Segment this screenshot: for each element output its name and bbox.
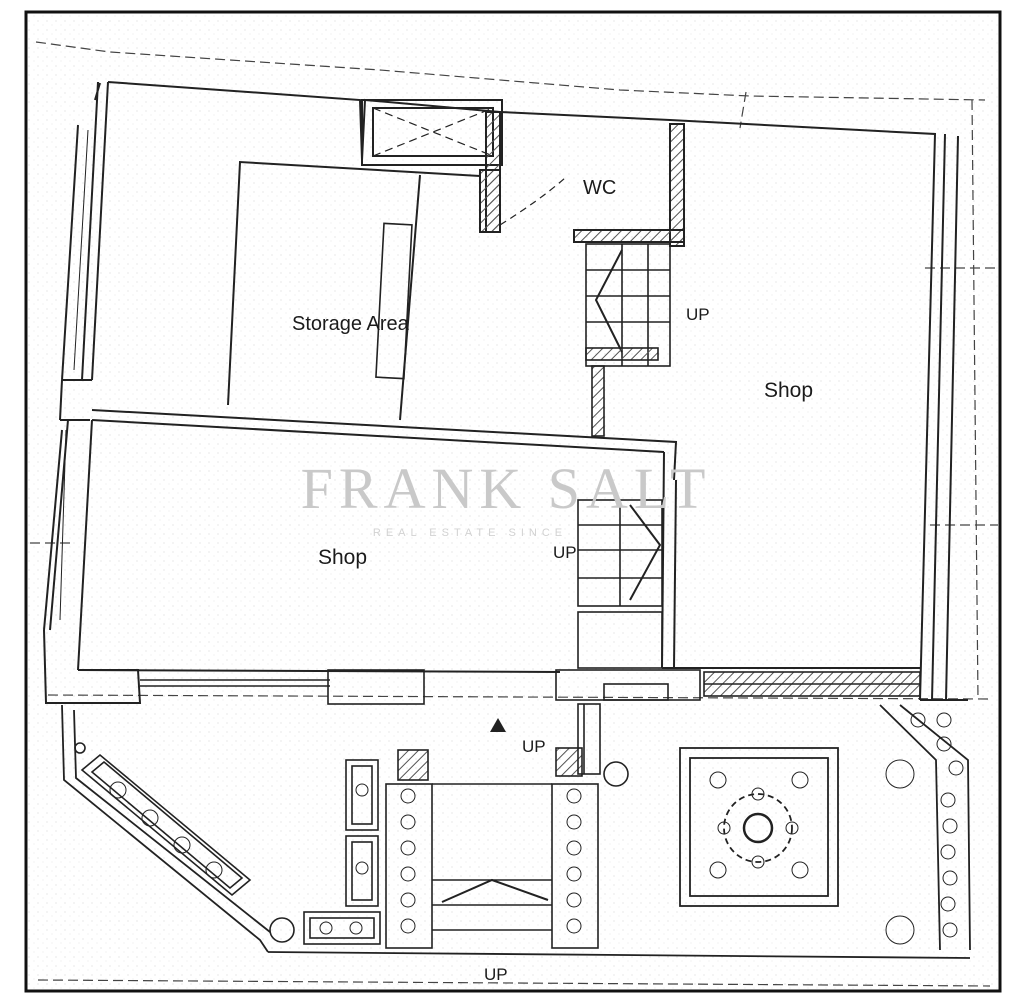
label-up-middle-stair: UP <box>553 543 577 562</box>
label-shop-left: Shop <box>318 546 367 569</box>
scan-speckle <box>28 14 998 989</box>
building-walls <box>43 81 968 704</box>
front-openings <box>59 129 921 705</box>
label-storage-area: Storage Area <box>292 313 410 335</box>
label-shop-right: Shop <box>764 379 813 402</box>
label-up-upper-stair: UP <box>686 305 710 324</box>
stair-middle <box>577 499 663 669</box>
wc-area <box>361 99 685 247</box>
label-up-front-stair: UP <box>522 737 546 756</box>
label-up-bottom: UP <box>484 965 508 984</box>
planter-left-diagonal <box>74 742 295 943</box>
terrace-outline <box>61 704 971 959</box>
front-steps <box>385 703 629 949</box>
drawing-frame <box>24 10 1002 993</box>
watermark-tagline: REAL ESTATE SINCE <box>373 527 567 539</box>
storage-shelf <box>375 222 413 380</box>
planting-right <box>885 712 964 945</box>
fountain-feature <box>679 747 839 907</box>
property-boundary <box>30 41 998 987</box>
planters-center <box>303 747 583 945</box>
label-wc: WC <box>583 177 616 199</box>
stair-upper <box>585 243 671 437</box>
watermark-brand: FRANK SALT <box>301 456 712 521</box>
entrance-triangle-icon <box>490 718 506 732</box>
